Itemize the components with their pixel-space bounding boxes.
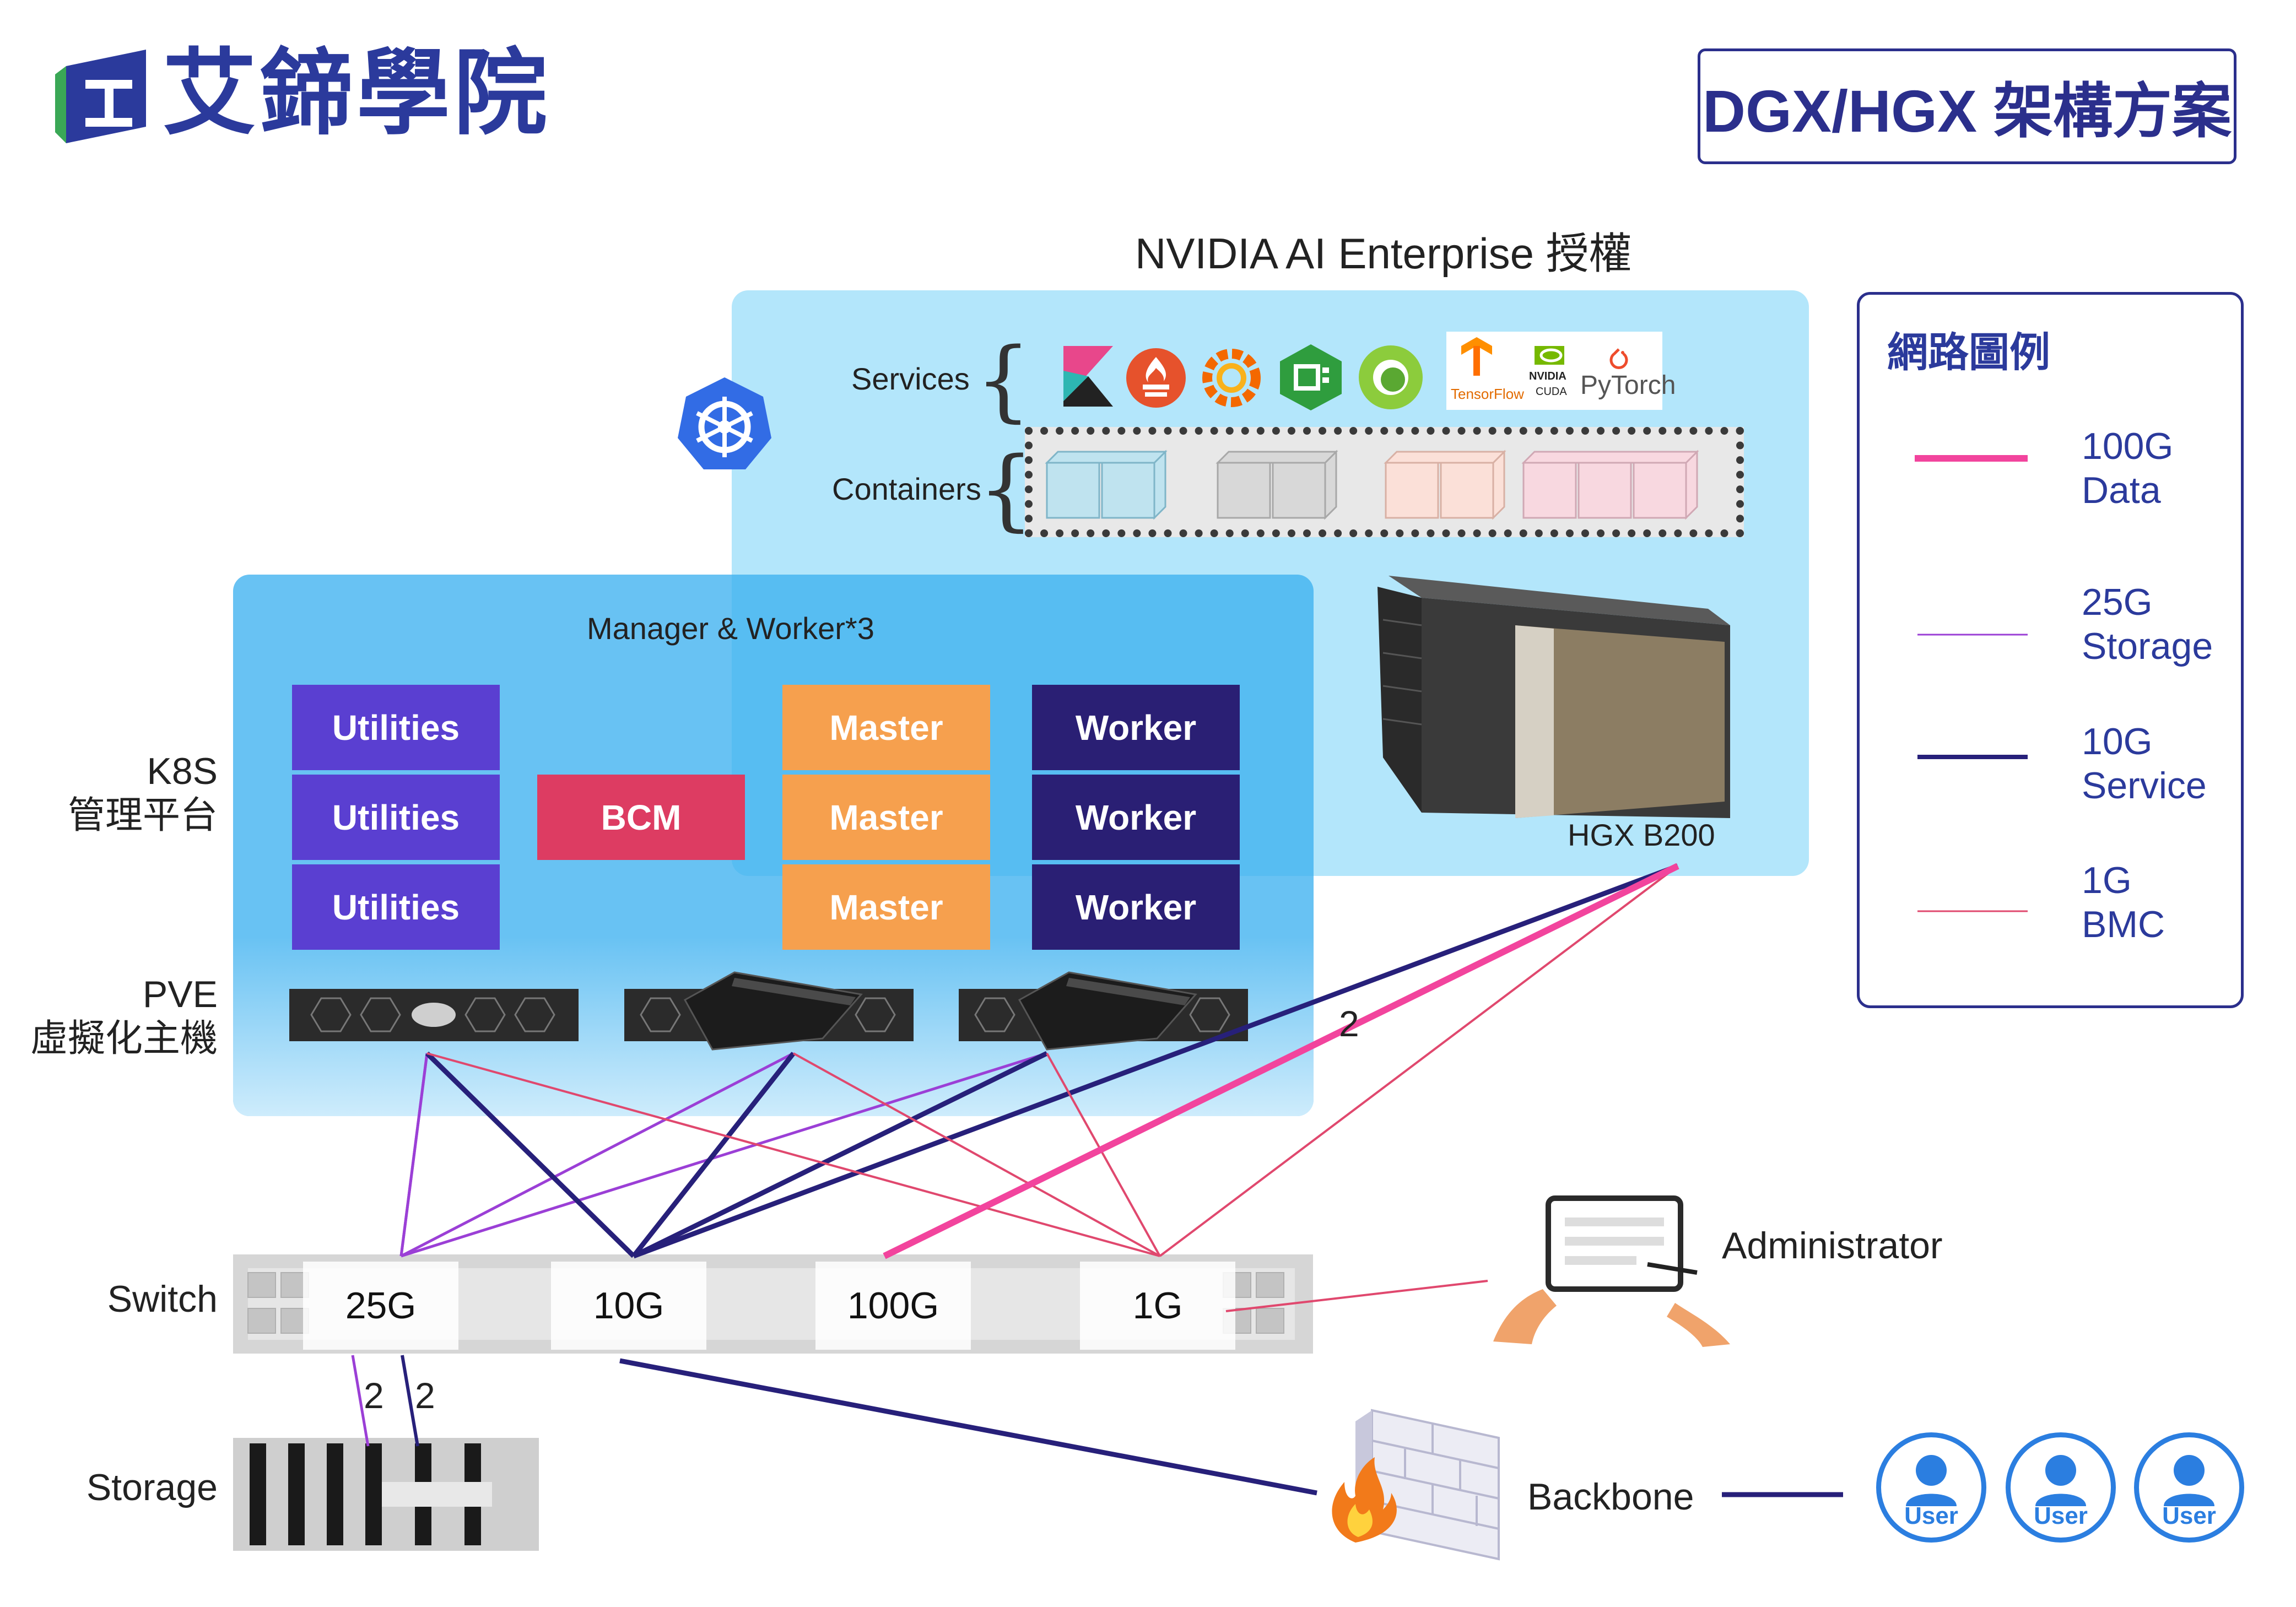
k8s-label-line1: K8S — [147, 750, 218, 792]
utilities-node-1: Utilities — [292, 685, 500, 770]
container-blocks — [1045, 450, 1699, 520]
administrator-tablet-icon — [1493, 1195, 1730, 1347]
user-icon — [2035, 1455, 2086, 1506]
firewall-icon — [1332, 1409, 1500, 1561]
switch-port-10g: 10G — [551, 1262, 706, 1350]
legend-speed: 1G — [2082, 859, 2132, 901]
brand-logo-icon — [55, 50, 146, 143]
worker-node-2: Worker — [1032, 775, 1240, 860]
switch-port-25g: 25G — [303, 1262, 458, 1350]
user-label: User — [1904, 1502, 1958, 1529]
storage-link-count-a: 2 — [364, 1375, 384, 1416]
cuda-label: CUDA — [1536, 386, 1567, 398]
user-avatar-1: User — [1876, 1432, 1986, 1543]
switch-label: Switch — [107, 1278, 218, 1320]
network-legend — [1857, 292, 2244, 1008]
nvidia-label: NVIDIA — [1529, 370, 1566, 382]
services-label: Services — [851, 361, 970, 396]
legend-title: 網路圖例 — [1887, 329, 2050, 375]
storage-link-count-b: 2 — [415, 1375, 435, 1416]
license-label: NVIDIA AI Enterprise 授權 — [1135, 229, 1632, 278]
switch-port-1g: 1G — [1080, 1262, 1235, 1350]
user-label: User — [2162, 1502, 2216, 1529]
k8s-platform-label: K8S 管理平台 — [44, 749, 218, 837]
worker-node-3: Worker — [1032, 864, 1240, 950]
hgx-b200-label: HGX B200 — [1568, 818, 1715, 852]
legend-name: Storage — [2082, 625, 2213, 667]
administrator-label: Administrator — [1722, 1225, 1943, 1267]
pve-server-2-icon — [624, 971, 914, 1051]
master-node-2: Master — [782, 775, 990, 860]
hgx-link-count: 2 — [1339, 1003, 1359, 1044]
switch-port-100g: 100G — [815, 1262, 971, 1350]
pytorch-icon — [1609, 348, 1628, 369]
pve-label-line1: PVE — [142, 973, 218, 1015]
backbone-label: Backbone — [1527, 1476, 1694, 1518]
utilities-node-3: Utilities — [292, 864, 500, 950]
storage-label: Storage — [86, 1467, 218, 1508]
utilities-node-2: Utilities — [292, 775, 500, 860]
nvidia-icon — [1535, 346, 1564, 365]
prometheus-icon — [1126, 348, 1186, 408]
pve-host-label: PVE 虛擬化主機 — [28, 972, 218, 1060]
switch-ports-pattern — [247, 1272, 1284, 1334]
k8s-label-line2: 管理平台 — [67, 794, 218, 836]
containers-label: Containers — [832, 472, 981, 506]
storage-array-icon — [233, 1438, 539, 1551]
rancher-icon — [1359, 345, 1423, 409]
legend-item-1g: 1G BMC — [2082, 858, 2165, 946]
worker-node-1: Worker — [1032, 685, 1240, 770]
legend-speed: 10G — [2082, 721, 2153, 762]
legend-item-10g: 10G Service — [2082, 719, 2207, 808]
manager-worker-label: Manager & Worker*3 — [587, 611, 874, 646]
master-node-3: Master — [782, 864, 990, 950]
pve-server-1-icon — [289, 989, 579, 1041]
master-node-1: Master — [782, 685, 990, 770]
page-title: DGX/HGX 架構方案 — [1698, 48, 2236, 164]
hgx-b200-server-icon — [1377, 576, 1730, 818]
containers-brace-icon: { — [978, 437, 1034, 540]
legend-name: BMC — [2082, 903, 2165, 945]
user-icon — [2164, 1455, 2214, 1506]
nodejs-icon — [1280, 344, 1342, 410]
kubernetes-icon — [678, 377, 771, 469]
user-label: User — [2034, 1502, 2088, 1529]
services-brace-icon: { — [975, 328, 1031, 431]
kibana-icon — [1063, 346, 1113, 407]
user-icon — [1906, 1455, 1957, 1506]
bcm-node: BCM — [537, 775, 745, 860]
grafana-icon — [1202, 349, 1261, 407]
legend-item-100g: 100G Data — [2082, 424, 2173, 512]
pve-label-line2: 虛擬化主機 — [30, 1018, 218, 1059]
legend-swatches — [1915, 455, 2028, 912]
user-avatar-3: User — [2134, 1432, 2244, 1543]
tensorflow-icon — [1461, 337, 1492, 376]
legend-name: Data — [2082, 469, 2161, 511]
legend-speed: 25G — [2082, 581, 2153, 623]
pytorch-label: PyTorch — [1580, 371, 1676, 400]
user-avatar-2: User — [2006, 1432, 2116, 1543]
tensorflow-label: TensorFlow — [1451, 386, 1524, 402]
brand-name: 艾鍗學院 — [163, 41, 551, 146]
pve-server-3-icon — [959, 971, 1248, 1051]
legend-speed: 100G — [2082, 425, 2174, 467]
legend-item-25g: 25G Storage — [2082, 580, 2213, 668]
legend-name: Service — [2082, 765, 2207, 807]
